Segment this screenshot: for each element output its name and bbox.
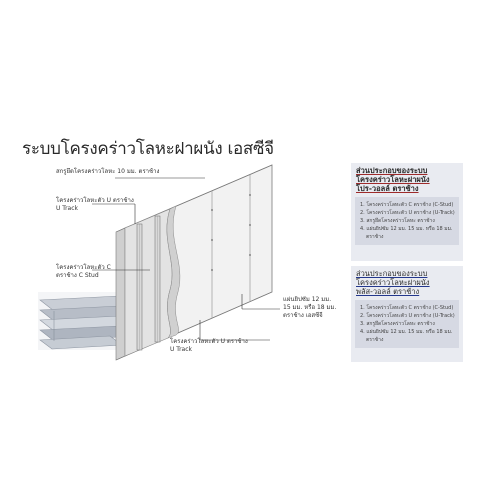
label-screw: สกรูยึดโครงคร่าวโลหะ 10 มม. ตราช้าง xyxy=(56,168,159,176)
label-board-line3: ตราช้าง เอสซีจี xyxy=(283,312,323,319)
panel1-list: 1. โครงคร่าวโลหะตัว C ตราช้าง (C-Stud) 2… xyxy=(355,197,459,245)
panel1-title-line2: โครงคร่าวโลหะฝาผนัง xyxy=(356,175,430,184)
panel2-title-line2: โครงคร่าวโลหะฝาผนัง xyxy=(356,278,430,287)
info-panel-pro-wall: ส่วนประกอบของระบบ โครงคร่าวโลหะฝาผนัง โป… xyxy=(351,163,463,261)
list-item: 2. โครงคร่าวโลหะตัว U ตราช้าง (U-Track) xyxy=(360,210,455,216)
list-item: ตราช้าง xyxy=(366,337,384,343)
list-item: 3. สกรูยึดโครงคร่าวโลหะ ตราช้าง xyxy=(360,218,435,224)
label-u-track-top: โครงคร่าวโลหะตัว U ตราช้าง U Track xyxy=(56,197,134,213)
label-c-stud-text: โครงคร่าวโลหะตัว C xyxy=(56,264,111,271)
callout-leaders xyxy=(92,177,280,341)
page-title: ระบบโครงคร่าวโลหะฝาผนัง เอสซีจี xyxy=(22,139,274,159)
list-item: 4. แผ่นยิปซัม 12 มม. 15 มม. หรือ 18 มม. xyxy=(360,329,453,335)
label-u-track-bottom-en: U Track xyxy=(170,346,192,353)
panel1-title-line1: ส่วนประกอบของระบบ xyxy=(356,166,428,175)
label-u-track-bottom-text: โครงคร่าวโลหะตัว U ตราช้าง xyxy=(170,338,248,345)
label-c-stud: โครงคร่าวโลหะตัว C ตราช้าง C Stud xyxy=(56,264,111,280)
label-c-stud-en: ตราช้าง C Stud xyxy=(56,272,99,279)
info-panel-plus-wall: ส่วนประกอบของระบบ โครงคร่าวโลหะฝาผนัง พล… xyxy=(351,266,463,362)
label-u-track-bottom: โครงคร่าวโลหะตัว U ตราช้าง U Track xyxy=(170,338,248,354)
panel2-title-line3: พลัส-วอลล์ ตราช้าง xyxy=(356,287,420,296)
list-item: ตราช้าง xyxy=(366,234,384,240)
panel1-heading: ส่วนประกอบของระบบ โครงคร่าวโลหะฝาผนัง โป… xyxy=(351,163,463,195)
gypsum-wall-panel xyxy=(115,164,273,361)
label-u-track-top-en: U Track xyxy=(56,205,78,212)
label-board-line2: 15 มม. หรือ 18 มม. xyxy=(283,304,337,311)
panel2-title-line1: ส่วนประกอบของระบบ xyxy=(356,269,428,278)
panel1-title-line3: โปร-วอลล์ ตราช้าง xyxy=(356,184,419,193)
panel2-heading: ส่วนประกอบของระบบ โครงคร่าวโลหะฝาผนัง พล… xyxy=(351,266,463,298)
label-screw-text: สกรูยึดโครงคร่าวโลหะ 10 มม. ตราช้าง xyxy=(56,168,160,175)
panel2-list: 1. โครงคร่าวโลหะตัว C ตราช้าง (C-Stud) 2… xyxy=(355,300,459,348)
list-item: 3. สกรูยึดโครงคร่าวโลหะ ตราช้าง xyxy=(360,321,435,327)
label-u-track-top-text: โครงคร่าวโลหะตัว U ตราช้าง xyxy=(56,197,134,204)
list-item: 2. โครงคร่าวโลหะตัว U ตราช้าง (U-Track) xyxy=(360,313,455,319)
list-item: 1. โครงคร่าวโลหะตัว C ตราช้าง (C-Stud) xyxy=(360,305,454,311)
label-board-line1: แผ่นยิปซัม 12 มม. xyxy=(283,296,332,303)
list-item: 1. โครงคร่าวโลหะตัว C ตราช้าง (C-Stud) xyxy=(360,202,454,208)
list-item: 4. แผ่นยิปซัม 12 มม. 15 มม. หรือ 18 มม. xyxy=(360,226,453,232)
label-gypsum-board: แผ่นยิปซัม 12 มม. 15 มม. หรือ 18 มม. ตรา… xyxy=(283,296,336,320)
